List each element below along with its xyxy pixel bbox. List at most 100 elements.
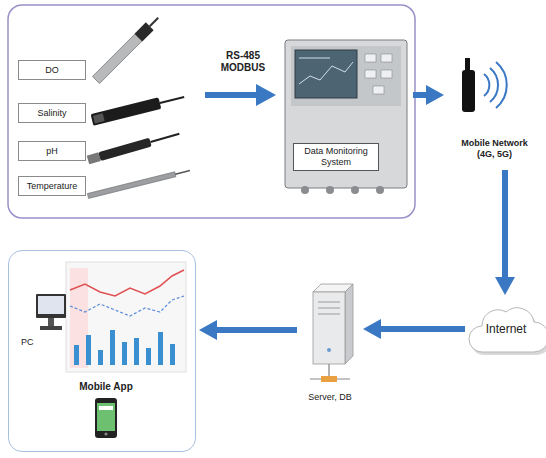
- text-slot: DO: [19, 61, 85, 79]
- sensor-label-box: Salinity: [18, 103, 86, 123]
- cloud-shape-part: [469, 308, 546, 352]
- monitoring-device-part: [381, 70, 392, 78]
- do-probe-part: [150, 18, 158, 26]
- salinity-probe-part: [91, 97, 162, 126]
- dashboard-chart-part: [74, 345, 79, 365]
- salinity-probe-part: [160, 97, 184, 103]
- dashboard-chart-part: [70, 270, 184, 296]
- monitoring-device-part: [301, 186, 309, 194]
- text-slot: Internet: [468, 298, 544, 360]
- dashboard-chart-part: [170, 344, 175, 365]
- dashboard-chart-part: [86, 335, 91, 365]
- cloud-shape: [469, 308, 546, 355]
- modbus-arrow-part: [256, 84, 276, 106]
- arrow-head: [363, 319, 381, 339]
- node-text: DO: [45, 65, 59, 76]
- text-slot: Data Monitoring System: [293, 143, 379, 171]
- phone-icon: [95, 398, 117, 438]
- node-text: Mobile App: [61, 381, 151, 393]
- ph-probe-part: [87, 152, 101, 164]
- text-slot: Mobile Network (4G, 5G): [457, 138, 533, 160]
- monitoring-device: Data Monitoring System: [283, 37, 410, 192]
- monitoring-device-part: [365, 54, 376, 62]
- flow-arrow: [495, 170, 515, 295]
- text-slot: PC: [21, 337, 34, 348]
- arrow-shaft: [215, 327, 297, 333]
- antenna-icon-part: [490, 68, 498, 102]
- do-probe-part: [92, 34, 141, 83]
- pc-icon-part: [38, 296, 64, 314]
- monitoring-device-part: [376, 186, 384, 194]
- monitoring-device-part: [291, 46, 401, 106]
- node-text: Temperature: [27, 181, 78, 192]
- monitoring-device-part: [299, 62, 353, 84]
- dashboard-chart-part: [70, 268, 88, 368]
- antenna-icon-part: [465, 58, 470, 72]
- phone-icon-part: [104, 432, 107, 435]
- dashboard-chart-part: [158, 332, 163, 365]
- dashboard-chart-part: [146, 348, 151, 365]
- sensor-label-box: DO: [18, 60, 86, 80]
- monitoring-device-part: [326, 186, 334, 194]
- monitoring-device-part: [373, 86, 384, 94]
- server-db: Server, DB: [300, 280, 360, 405]
- antenna-icon: [462, 58, 507, 112]
- arrow-shaft: [413, 92, 428, 98]
- monitoring-device-part: [285, 40, 407, 188]
- phone-icon-part: [95, 398, 117, 438]
- dashboard-chart-part: [98, 350, 103, 365]
- pc-icon-part: [36, 294, 66, 318]
- text-slot: pH: [19, 142, 85, 160]
- arrow-head: [426, 85, 444, 105]
- server-icon-part: [328, 364, 330, 376]
- node-text: pH: [46, 146, 58, 157]
- server-icon-part: [321, 376, 337, 382]
- arrow-shaft: [379, 326, 465, 332]
- mobile-network: Mobile Network (4G, 5G): [447, 52, 542, 167]
- ph-probe: [87, 129, 181, 164]
- antenna-icon-part: [484, 74, 489, 96]
- sensor-label-box: Temperature: [18, 176, 86, 196]
- salinity-probe: [91, 91, 186, 126]
- monitoring-device-part: [351, 186, 359, 194]
- flow-arrow: [199, 320, 297, 340]
- phone-icon-part: [99, 406, 113, 410]
- pc-icon: [36, 294, 66, 330]
- ph-probe-part: [98, 138, 151, 161]
- modbus-arrow-part: [205, 92, 258, 98]
- dashboard-chart-part: [134, 338, 139, 365]
- sensor-group-outline-part: [8, 5, 415, 218]
- monitoring-device-part: [365, 70, 376, 78]
- server-icon-part: [318, 302, 340, 303]
- internet-cloud: Internet: [468, 298, 544, 360]
- arrow-shaft: [502, 170, 508, 279]
- server-icon-part: [318, 308, 340, 309]
- phone-icon-part: [97, 403, 115, 431]
- monitoring-device-part: [299, 58, 330, 59]
- text-slot: Temperature: [19, 177, 85, 195]
- server-icon-part: [318, 314, 340, 315]
- bus-label: RS-485 MODBUS: [214, 50, 272, 74]
- monitoring-device-part: [381, 54, 392, 62]
- sensor-label-box: pH: [18, 141, 86, 161]
- salinity-probe-part: [93, 113, 105, 123]
- monitoring-device-part: [295, 50, 357, 98]
- dashboard-chart-part: [70, 296, 184, 316]
- server-icon-part: [345, 284, 353, 364]
- node-text: PC: [21, 337, 34, 348]
- text-slot: Salinity: [19, 104, 85, 122]
- arrow-head: [495, 277, 515, 295]
- pc-icon-part: [40, 326, 62, 330]
- antenna-icon-part: [462, 70, 475, 112]
- sensor-group-outline: [8, 5, 415, 218]
- server-icon: [310, 284, 353, 382]
- temperature-probe-part: [87, 172, 176, 199]
- text-slot: Server, DB: [300, 392, 360, 403]
- pc-icon-part: [48, 318, 54, 326]
- ph-probe-part: [150, 134, 179, 142]
- node-text: Mobile Network (4G, 5G): [457, 138, 533, 160]
- dashboard-chart: [66, 262, 186, 372]
- node-text: Salinity: [37, 108, 66, 119]
- dashboard-chart-part: [66, 262, 186, 372]
